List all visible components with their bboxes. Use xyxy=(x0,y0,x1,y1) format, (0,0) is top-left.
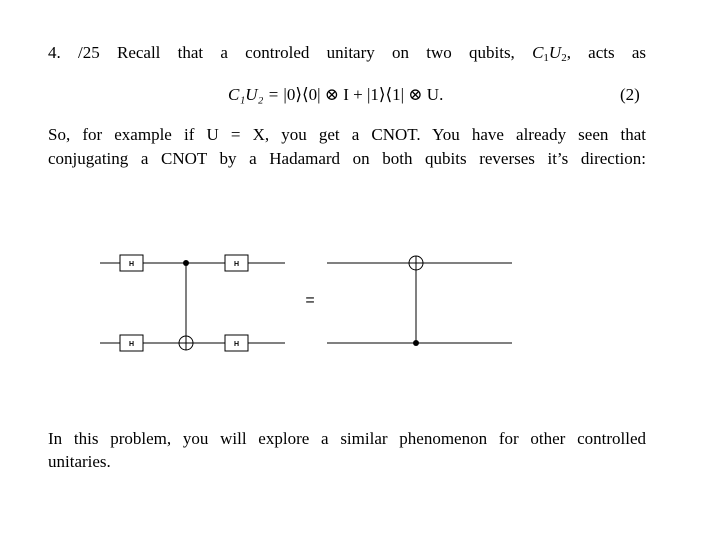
hadamard-gate-icon xyxy=(224,254,249,272)
equation-number: (2) xyxy=(620,85,640,104)
problem-points: /25 xyxy=(78,43,100,62)
hadamard-gate-icon xyxy=(224,334,249,352)
right-circuit xyxy=(327,255,512,344)
left-circuit xyxy=(100,254,285,352)
equation-rhs: |0⟩⟨0| ⊗ I + |1⟩⟨1| ⊗ U. xyxy=(283,85,444,104)
gate-label: H xyxy=(234,261,239,268)
equation-lhs: C₁U₂ = xyxy=(228,85,284,104)
problem-number: 4. xyxy=(48,43,61,62)
gate-label: H xyxy=(234,341,239,348)
problem-intro-tail: , acts as xyxy=(566,43,647,62)
problem-statement-line: 4. /25 Recall that a controled unitary o… xyxy=(48,43,646,68)
paragraph2-line2: unitaries. xyxy=(48,452,111,471)
paragraph1-line1: So, for example if U = X, you get a CNOT… xyxy=(48,125,646,144)
equation: C₁U₂ = |0⟩⟨0| ⊗ I + |1⟩⟨1| ⊗ U. xyxy=(228,84,443,106)
problem-intro: Recall that a controled unitary on two q… xyxy=(116,43,515,62)
hadamard-gate-icon xyxy=(119,254,144,272)
hadamard-gate-icon xyxy=(119,334,144,352)
paragraph1-line2: conjugating a CNOT by a Hadamard on both… xyxy=(48,149,646,168)
cnot-control-dot-icon xyxy=(413,340,419,346)
paragraph2-line1: In this problem, you will explore a simi… xyxy=(48,429,646,448)
operator-c1u2: C1U2 xyxy=(532,43,567,64)
gate-label: H xyxy=(129,341,134,348)
equals-sign: = xyxy=(305,292,314,309)
cnot-control-dot-icon xyxy=(183,260,189,266)
gate-label: H xyxy=(129,261,134,268)
